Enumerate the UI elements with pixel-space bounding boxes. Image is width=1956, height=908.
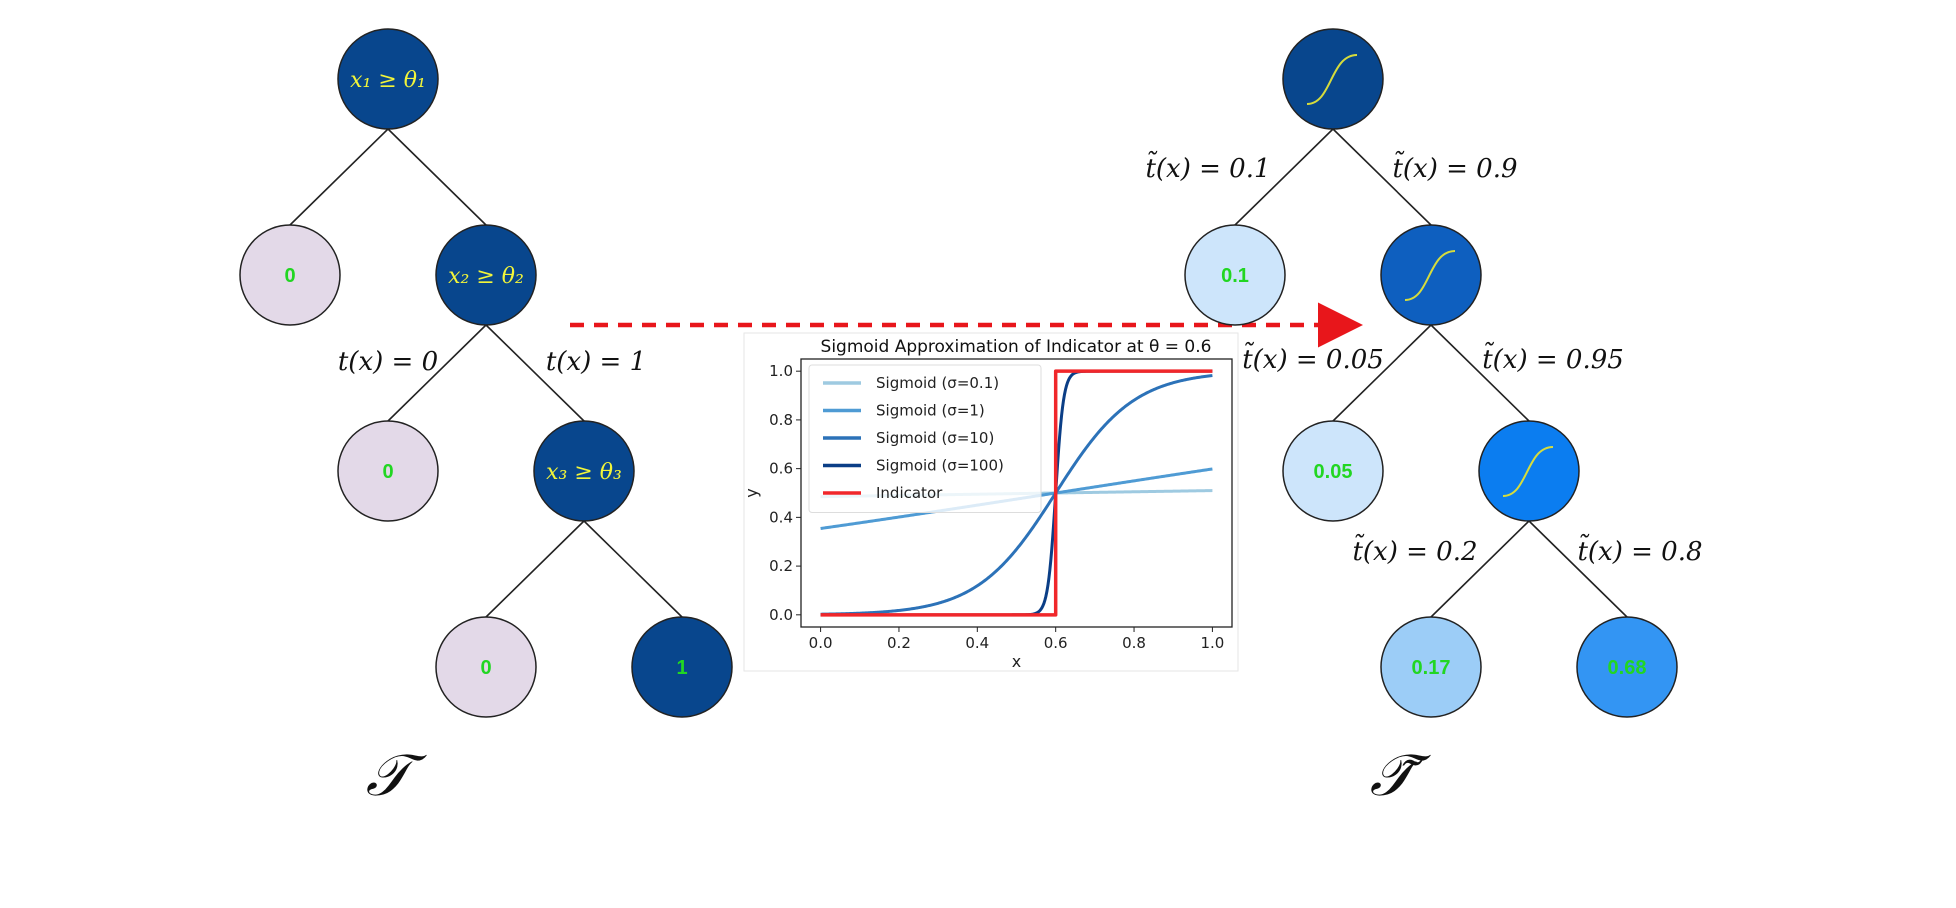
y-tick-label: 1.0 [769,362,793,380]
sigmoid-chart: Sigmoid Approximation of Indicator at θ … [742,332,1239,672]
y-tick-label: 0.2 [769,557,793,575]
edge [485,324,585,422]
right-left-leaf: 0.1 [1184,224,1286,326]
edge [583,520,683,618]
y-tick-label: 0.0 [769,606,793,624]
edge [1332,324,1432,422]
left-node3-right-leaf: 1 [631,616,733,718]
leaf-value: 0.17 [1412,657,1451,679]
x-tick-label: 0.2 [887,634,911,652]
right-root-node [1282,28,1384,130]
left-tree: x₁ ≥ θ₁ 0 x₂ ≥ θ₂ t(x) = 0 t(x) = 1 0 x₃… [239,28,733,809]
edge [289,128,389,226]
leaf-value: 0 [480,657,491,679]
edge-label: t̃(x) = 0.1 [1145,150,1270,184]
series-line [820,369,1213,617]
left-tree-title: 𝒯 [366,741,428,809]
left-tree-edges [289,128,683,618]
left-leaf-node: 0 [239,224,341,326]
edge-label: t̃(x) = 0.05 [1242,341,1384,375]
x-axis-label: x [1012,652,1021,671]
leaf-value: 0.1 [1221,265,1249,287]
series-line [820,374,1213,616]
left-node-3: x₃ ≥ θ₃ [533,420,635,522]
y-axis-label: y [742,488,761,497]
edge-label: t̃(x) = 0.8 [1577,533,1702,567]
node2-condition: x₂ ≥ θ₂ [448,264,524,289]
right-node3-right-leaf: 0.68 [1576,616,1678,718]
node3-condition: x₃ ≥ θ₃ [546,460,622,485]
x-tick-label: 0.4 [965,634,989,652]
edge [387,128,487,226]
sigmoid-curve-icon [1502,446,1554,497]
edge [1234,128,1334,226]
right-node2-leaf: 0.05 [1282,420,1384,522]
right-tree-edges [1234,128,1628,618]
edge [485,520,585,618]
right-node-2 [1380,224,1482,326]
edge [387,324,487,422]
sigmoid-curve-icon [1306,54,1358,105]
right-node-3 [1478,420,1580,522]
y-tick-label: 0.6 [769,460,793,478]
x-tick-label: 0.8 [1122,634,1146,652]
edge [1528,520,1628,618]
leaf-value: 0 [382,461,393,483]
legend-entry: Sigmoid (σ=1) [876,402,985,420]
x-tick-label: 0.0 [809,634,833,652]
left-node2-leaf: 0 [337,420,439,522]
right-node3-left-leaf: 0.17 [1380,616,1482,718]
y-tick-label: 0.4 [769,508,793,526]
chart-title: Sigmoid Approximation of Indicator at θ … [821,337,1212,357]
right-tree-title: 𝒯̃ [1370,741,1432,809]
edge [1430,520,1530,618]
edge-label: t̃(x) = 0.95 [1482,341,1624,375]
edge [1430,324,1530,422]
legend-box [808,364,1042,513]
leaf-value: 0.05 [1314,461,1353,483]
left-root-node: x₁ ≥ θ₁ [337,28,439,130]
legend-entry: Sigmoid (σ=100) [876,457,1004,475]
x-tick-label: 0.6 [1044,634,1068,652]
edge [1332,128,1432,226]
chart-plot-area: 0.0 0.2 0.4 0.6 0.8 1.0 0.0 0.2 0.4 0.6 0.8 1.0 x y Si… [742,358,1233,671]
leaf-value: 0.68 [1608,657,1647,679]
legend-entry: Indicator [876,484,943,502]
legend-entry: Sigmoid (σ=10) [876,429,994,447]
y-tick-label: 0.8 [769,411,793,429]
edge-label: t(x) = 1 [546,347,646,377]
legend-entry: Sigmoid (σ=0.1) [876,374,999,392]
left-node-2: x₂ ≥ θ₂ [435,224,537,326]
left-node3-left-leaf: 0 [435,616,537,718]
sigmoid-curve-icon [1404,250,1456,301]
x-tick-label: 1.0 [1200,634,1224,652]
edge-label: t̃(x) = 0.2 [1352,533,1477,567]
right-tree: t̃(x) = 0.1 t̃(x) = 0.9 0.1 t̃(x) = 0.05… [1145,28,1703,809]
leaf-value: 0 [284,265,295,287]
plot-frame [800,358,1233,628]
edge-label: t(x) = 0 [338,347,438,377]
root-condition: x₁ ≥ θ₁ [350,68,426,93]
leaf-value: 1 [676,657,687,679]
edge-label: t̃(x) = 0.9 [1392,150,1517,184]
